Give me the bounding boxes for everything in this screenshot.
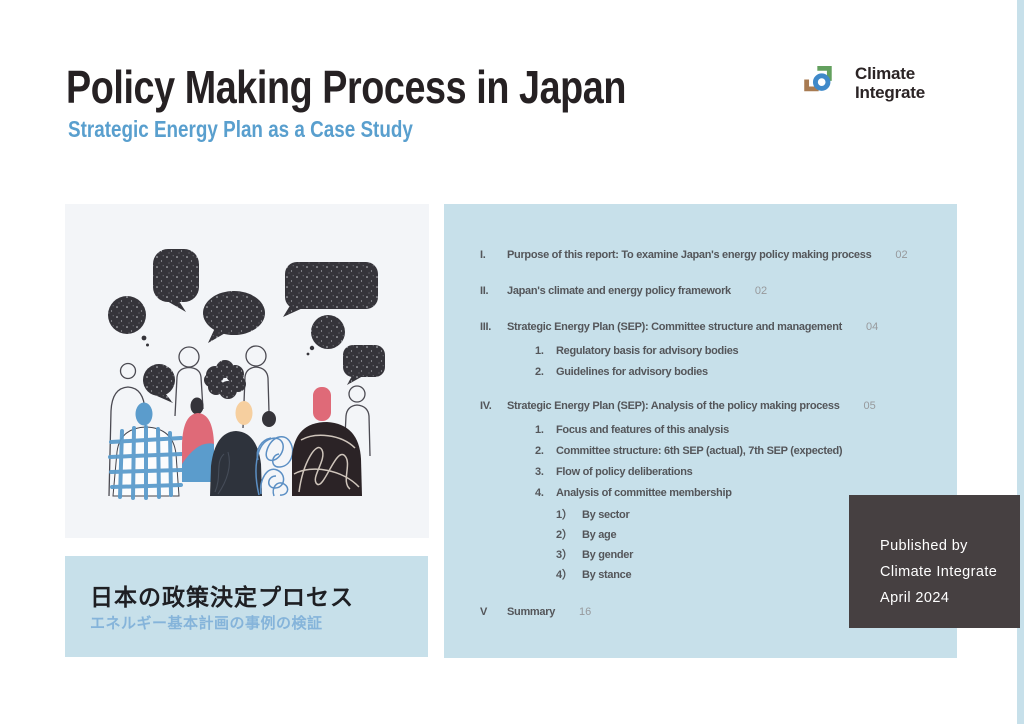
logo-brown-bracket xyxy=(804,79,819,92)
toc-item-number: 2） xyxy=(556,529,573,541)
toc-item-label: Analysis of committee membership xyxy=(556,487,732,499)
page-subtitle: Strategic Energy Plan as a Case Study xyxy=(68,116,413,142)
right-accent-strip xyxy=(1017,0,1024,724)
climate-integrate-logo: Climate Integrate xyxy=(799,59,925,107)
speech-bubble-small-left xyxy=(143,364,175,403)
toc-item-label: Summary xyxy=(507,606,556,618)
speech-bubble-tall xyxy=(153,249,199,312)
toc-item-label: By sector xyxy=(582,509,630,521)
toc-item-label: Flow of policy deliberations xyxy=(556,466,693,478)
speech-bubble-oval xyxy=(203,291,265,343)
toc-item-label: By gender xyxy=(582,549,634,561)
toc-item-label: By age xyxy=(582,529,617,541)
toc-item-number: V xyxy=(480,606,488,618)
toc-item: 3. Flow of policy deliberations xyxy=(444,465,957,480)
toc-item: 1） By sector xyxy=(444,508,957,523)
japanese-title-box: 日本の政策決定プロセス エネルギー基本計画の事例の検証 xyxy=(65,556,428,657)
toc-item-number: III. xyxy=(480,321,492,333)
toc-item-label: Committee structure: 6th SEP (actual), 7… xyxy=(556,445,843,457)
speech-bubble-large xyxy=(283,262,378,317)
plaid-person xyxy=(108,402,184,500)
climate-integrate-logo-icon xyxy=(804,65,832,92)
toc-item: III. Strategic Energy Plan (SEP): Committ… xyxy=(444,320,957,335)
outline-person-center-right xyxy=(242,345,270,429)
toc-item: 2） By age xyxy=(444,528,957,543)
toc-item-number: 4. xyxy=(535,487,544,499)
toc-item: II. Japan's climate and energy policy fra… xyxy=(444,284,957,299)
toc-item-number: I. xyxy=(480,249,486,261)
toc-item: 3） By gender xyxy=(444,548,957,563)
logo-blue-ring xyxy=(812,73,831,91)
dark-person-center xyxy=(210,401,262,496)
toc-item-label: By stance xyxy=(582,569,632,581)
published-by-line: Published by xyxy=(880,538,968,554)
blue-scribble-person xyxy=(255,435,294,497)
outline-person-far-right xyxy=(343,385,371,457)
logo-wordmark: Climate Integrate xyxy=(855,64,925,102)
toc-list: I. Purpose of this report: To examine Jap… xyxy=(444,248,957,620)
toc-item-page: 05 xyxy=(863,400,876,412)
red-blue-person xyxy=(182,413,214,482)
toc-item: I. Purpose of this report: To examine Jap… xyxy=(444,248,957,263)
toc-item-label: Strategic Energy Plan (SEP): Committee s… xyxy=(507,321,843,333)
toc-item: 4） By stance xyxy=(444,568,957,583)
toc-item-page: 04 xyxy=(866,321,879,333)
publisher-name-line: Climate Integrate xyxy=(880,564,998,580)
toc-item: V Summary 16 xyxy=(444,605,957,620)
thought-bubble-right xyxy=(306,315,345,356)
speech-bubble-small-right xyxy=(343,345,385,385)
thought-bubble-left xyxy=(108,296,149,347)
logo-word-integrate: Integrate xyxy=(855,83,925,102)
toc-item: 4. Analysis of committee membership xyxy=(444,486,957,501)
people-discussion-illustration xyxy=(108,249,385,500)
toc-item-page: 02 xyxy=(754,285,768,297)
toc-item: IV. Strategic Energy Plan (SEP): Analysis… xyxy=(444,399,957,414)
toc-item-label: Strategic Energy Plan (SEP): Analysis of… xyxy=(507,400,840,412)
toc-item-number: 1. xyxy=(535,424,544,436)
toc-item-label: Guidelines for advisory bodies xyxy=(556,366,708,378)
toc-item-number: 2. xyxy=(535,445,544,457)
toc-item: 1. Focus and features of this analysis xyxy=(444,423,957,438)
toc-item: 1. Regulatory basis for advisory bodies xyxy=(444,344,957,359)
dark-head-blob-left xyxy=(190,397,204,415)
toc-item-number: 4） xyxy=(556,569,573,581)
page-title: Policy Making Process in Japan xyxy=(66,61,627,113)
toc-item-page: 16 xyxy=(579,606,592,618)
outline-person-far-left xyxy=(108,362,148,497)
toc-item: 2. Committee structure: 6th SEP (actual),… xyxy=(444,444,957,459)
brown-person-right xyxy=(292,387,362,496)
published-by-box: Published by Climate Integrate April 202… xyxy=(849,495,1020,628)
toc-item-label: Japan's climate and energy policy framew… xyxy=(507,285,731,297)
publish-date-line: April 2024 xyxy=(880,590,950,606)
illustration-panel xyxy=(65,204,429,538)
logo-word-climate: Climate xyxy=(855,64,916,83)
dark-head-blob-right xyxy=(262,411,276,427)
japanese-title: 日本の政策決定プロセス xyxy=(90,584,354,610)
toc-item-number: IV. xyxy=(480,400,492,412)
brain-cloud-bubble xyxy=(204,360,246,399)
toc-item-label: Focus and features of this analysis xyxy=(556,424,729,436)
japanese-subtitle: エネルギー基本計画の事例の検証 xyxy=(90,615,323,632)
outline-person-center-left xyxy=(174,346,204,417)
toc-item-number: 3） xyxy=(556,549,573,561)
toc-item-label: Purpose of this report: To examine Japan… xyxy=(507,249,872,261)
toc-item: 2. Guidelines for advisory bodies xyxy=(444,365,957,380)
toc-item-page: 02 xyxy=(895,249,908,261)
toc-item-number: 2. xyxy=(535,366,544,378)
toc-item-number: 3. xyxy=(535,466,544,478)
toc-item-number: 1. xyxy=(535,345,544,357)
toc-item-number: 1） xyxy=(556,509,573,521)
toc-item-label: Regulatory basis for advisory bodies xyxy=(556,345,739,357)
toc-item-number: II. xyxy=(480,285,489,297)
